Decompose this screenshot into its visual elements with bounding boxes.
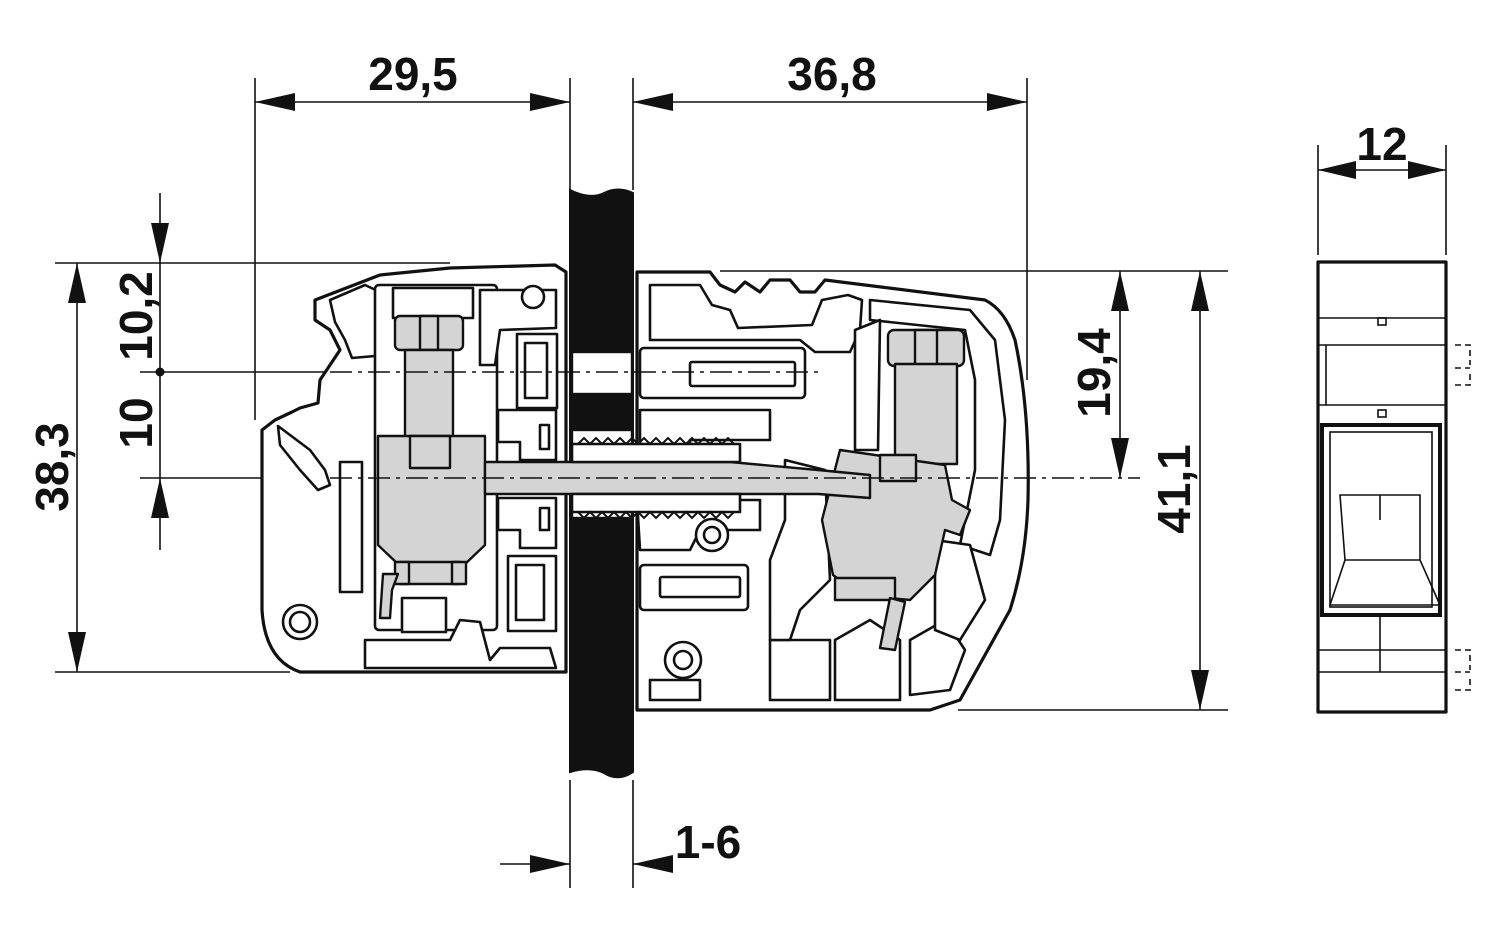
dimension-41-1	[1191, 271, 1209, 710]
dimension-29-5	[255, 93, 570, 111]
dimension-1-6-label: 1-6	[675, 816, 741, 868]
dimension-36-8	[633, 93, 1027, 111]
dimension-10	[151, 372, 169, 550]
dimension-1-6	[500, 855, 673, 873]
dimension-38-3	[68, 263, 86, 672]
dimension-10-label: 10	[110, 397, 162, 448]
dimension-10-2	[151, 193, 169, 377]
dimension-38-3-label: 38,3	[26, 422, 78, 512]
dimension-12-label: 12	[1356, 118, 1407, 170]
center-lines	[330, 371, 1140, 479]
right-terminal-block	[635, 270, 1030, 712]
left-terminal-block	[260, 263, 568, 674]
dimension-29-5-label: 29,5	[368, 48, 458, 100]
dimension-10-2-label: 10,2	[110, 271, 162, 361]
dimension-19-4	[1111, 271, 1129, 478]
dimension-12	[1318, 161, 1446, 179]
through-busbar	[483, 436, 872, 520]
side-profile-view	[1316, 260, 1471, 714]
dimension-19-4-label: 19,4	[1068, 328, 1120, 418]
dimension-36-8-label: 36,8	[787, 48, 877, 100]
dimension-41-1-label: 41,1	[1148, 444, 1200, 534]
extension-lines	[55, 78, 1447, 888]
